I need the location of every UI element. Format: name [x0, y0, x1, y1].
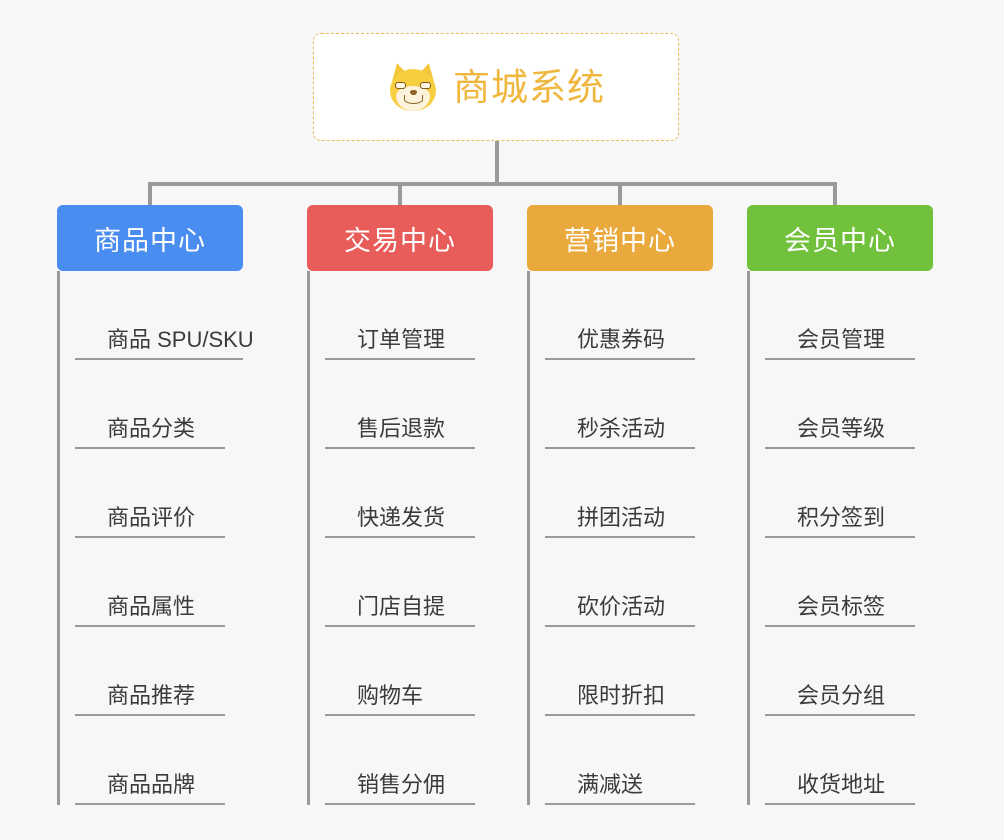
connector-drop-4 [833, 182, 837, 207]
leaf-item[interactable]: 商品评价 [75, 449, 243, 538]
leaf-label: 商品推荐 [75, 683, 225, 716]
leaf-label: 订单管理 [325, 327, 475, 360]
leaf-item[interactable]: 订单管理 [325, 271, 493, 360]
leaf-label: 快递发货 [325, 505, 475, 538]
connector-drop-1 [148, 182, 152, 207]
leaf-label: 商品评价 [75, 505, 225, 538]
leaf-label: 满减送 [545, 772, 695, 805]
leaf-item[interactable]: 购物车 [325, 627, 493, 716]
leaf-label: 会员标签 [765, 594, 915, 627]
leaf-label: 积分签到 [765, 505, 915, 538]
branch-header-label-2: 交易中心 [344, 225, 456, 256]
leaf-label: 门店自提 [325, 594, 475, 627]
branch-header-1[interactable]: 商品中心 [57, 205, 243, 271]
branch-leaves-2: 订单管理 售后退款 快递发货 门店自提 购物车 销售分佣 [307, 271, 493, 805]
branch-leaves-1: 商品 SPU/SKU 商品分类 商品评价 商品属性 商品推荐 商品品牌 [57, 271, 254, 805]
leaf-item[interactable]: 积分签到 [765, 449, 933, 538]
shiba-eye-left [395, 82, 406, 89]
leaf-label: 商品 SPU/SKU [75, 327, 254, 360]
leaf-item[interactable]: 满减送 [545, 716, 713, 805]
leaf-label: 售后退款 [325, 416, 475, 449]
leaf-item[interactable]: 销售分佣 [325, 716, 493, 805]
leaf-label: 优惠券码 [545, 327, 695, 360]
branch-column-营销中心: 营销中心 优惠券码 秒杀活动 拼团活动 砍价活动 限时折扣 满减送 [527, 205, 713, 805]
leaf-item[interactable]: 会员标签 [765, 538, 933, 627]
connector-stem [495, 141, 499, 184]
root-node[interactable]: 商城系统 [313, 33, 679, 141]
leaf-item[interactable]: 商品推荐 [75, 627, 243, 716]
leaf-item[interactable]: 会员等级 [765, 360, 933, 449]
leaf-label: 购物车 [325, 683, 475, 716]
branch-header-label-4: 会员中心 [784, 225, 896, 256]
leaf-item[interactable]: 拼团活动 [545, 449, 713, 538]
leaf-label: 砍价活动 [545, 594, 695, 627]
leaf-item[interactable]: 砍价活动 [545, 538, 713, 627]
connector-bus [148, 182, 837, 186]
leaf-item[interactable]: 门店自提 [325, 538, 493, 627]
leaf-item[interactable]: 售后退款 [325, 360, 493, 449]
branch-leaves-4: 会员管理 会员等级 积分签到 会员标签 会员分组 收货地址 [747, 271, 933, 805]
leaf-item[interactable]: 商品品牌 [75, 716, 243, 805]
leaf-label: 收货地址 [765, 772, 915, 805]
leaf-label: 商品品牌 [75, 772, 225, 805]
shiba-mouth [404, 95, 423, 104]
branch-leaves-3: 优惠券码 秒杀活动 拼团活动 砍价活动 限时折扣 满减送 [527, 271, 713, 805]
leaf-label: 销售分佣 [325, 772, 475, 805]
branch-header-label-3: 营销中心 [564, 225, 676, 256]
leaf-item[interactable]: 收货地址 [765, 716, 933, 805]
branch-header-4[interactable]: 会员中心 [747, 205, 933, 271]
leaf-label: 商品分类 [75, 416, 225, 449]
leaf-item[interactable]: 商品属性 [75, 538, 243, 627]
shiba-eye-right [420, 82, 431, 89]
leaf-label: 限时折扣 [545, 683, 695, 716]
leaf-label: 拼团活动 [545, 505, 695, 538]
leaf-item[interactable]: 秒杀活动 [545, 360, 713, 449]
leaf-label: 商品属性 [75, 594, 225, 627]
branch-column-商品中心: 商品中心 商品 SPU/SKU 商品分类 商品评价 商品属性 商品推荐 商品品牌 [57, 205, 254, 805]
shiba-dog-icon [387, 61, 439, 112]
branch-header-3[interactable]: 营销中心 [527, 205, 713, 271]
leaf-item[interactable]: 会员管理 [765, 271, 933, 360]
leaf-item[interactable]: 限时折扣 [545, 627, 713, 716]
branch-header-2[interactable]: 交易中心 [307, 205, 493, 271]
leaf-item[interactable]: 优惠券码 [545, 271, 713, 360]
branch-column-会员中心: 会员中心 会员管理 会员等级 积分签到 会员标签 会员分组 收货地址 [747, 205, 933, 805]
leaf-label: 会员分组 [765, 683, 915, 716]
leaf-item[interactable]: 会员分组 [765, 627, 933, 716]
leaf-label: 秒杀活动 [545, 416, 695, 449]
leaf-item[interactable]: 商品分类 [75, 360, 243, 449]
connector-drop-3 [618, 182, 622, 207]
connector-drop-2 [398, 182, 402, 207]
leaf-label: 会员管理 [765, 327, 915, 360]
leaf-item[interactable]: 商品 SPU/SKU [75, 271, 254, 360]
leaf-label: 会员等级 [765, 416, 915, 449]
shiba-nose [410, 90, 417, 95]
root-title: 商城系统 [453, 66, 605, 108]
leaf-item[interactable]: 快递发货 [325, 449, 493, 538]
branch-column-交易中心: 交易中心 订单管理 售后退款 快递发货 门店自提 购物车 销售分佣 [307, 205, 493, 805]
branch-header-label-1: 商品中心 [94, 225, 206, 256]
